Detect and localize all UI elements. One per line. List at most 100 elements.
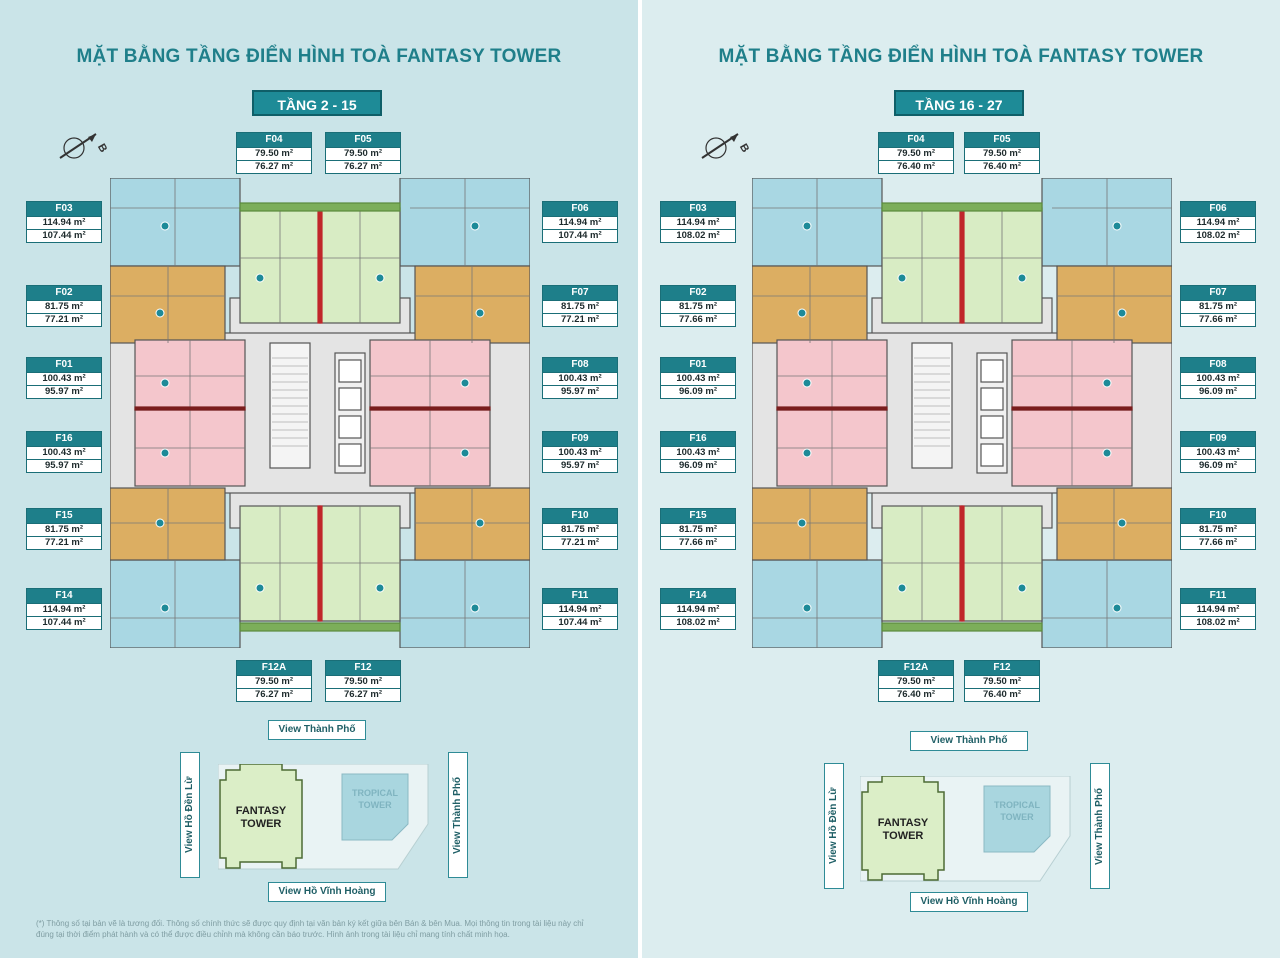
party-wall — [317, 505, 323, 622]
compass-icon: B — [59, 133, 109, 159]
unit-entry-marker — [802, 221, 812, 231]
unit-code: F14 — [661, 589, 735, 603]
unit-gross-area: 100.43 m² — [1181, 446, 1255, 459]
unit-code: F12 — [326, 661, 400, 675]
unit-code: F15 — [661, 509, 735, 523]
unit-code: F11 — [543, 589, 617, 603]
unit-code: F10 — [1181, 509, 1255, 523]
unit-F10 — [1056, 487, 1172, 561]
unit-entry-marker — [475, 308, 485, 318]
unit-entry-marker — [802, 378, 812, 388]
unit-code: F12A — [879, 661, 953, 675]
unit-entry-marker — [460, 448, 470, 458]
unit-entry-marker — [1102, 448, 1112, 458]
unit-entry-marker — [160, 603, 170, 613]
view-label-left: View Hồ Đền Lừ — [824, 763, 844, 889]
party-wall — [134, 406, 246, 411]
unit-gross-area: 81.75 m² — [27, 300, 101, 313]
fantasy-tower-label: FANTASY — [878, 817, 929, 829]
unit-entry-marker — [1017, 583, 1027, 593]
unit-net-area: 77.21 m² — [543, 313, 617, 326]
unit-net-area: 107.44 m² — [27, 616, 101, 629]
unit-code: F01 — [27, 358, 101, 372]
unit-entry-marker — [460, 378, 470, 388]
unit-code: F14 — [27, 589, 101, 603]
stair-core — [269, 342, 311, 469]
unit-gross-area: 79.50 m² — [237, 675, 311, 688]
unit-code: F04 — [237, 133, 311, 147]
unit-gross-area: 79.50 m² — [965, 675, 1039, 688]
compass-letter: B — [95, 142, 109, 155]
unit-entry-marker — [1102, 378, 1112, 388]
unit-code: F01 — [661, 358, 735, 372]
unit-entry-marker — [255, 583, 265, 593]
unit-net-area: 77.21 m² — [27, 536, 101, 549]
view-label-top: View Thành Phố — [268, 720, 366, 740]
unit-gross-area: 114.94 m² — [27, 603, 101, 616]
party-wall — [1011, 406, 1133, 411]
fantasy-tower-label: TOWER — [883, 830, 924, 842]
unit-gross-area: 114.94 m² — [27, 216, 101, 229]
unit-gross-area: 114.94 m² — [1181, 603, 1255, 616]
unit-gross-area: 81.75 m² — [1181, 523, 1255, 536]
unit-net-area: 95.97 m² — [27, 459, 101, 472]
stair-core — [911, 342, 953, 469]
unit-F02 — [110, 265, 226, 344]
unit-code: F09 — [1181, 432, 1255, 446]
view-label-right: View Thành Phố — [448, 752, 468, 878]
panel-divider — [638, 0, 642, 958]
unit-gross-area: 79.50 m² — [879, 675, 953, 688]
unit-gross-area: 81.75 m² — [27, 523, 101, 536]
balcony-planter — [239, 622, 401, 632]
unit-gross-area: 81.75 m² — [1181, 300, 1255, 313]
unit-net-area: 108.02 m² — [661, 616, 735, 629]
tropical-tower-footprint — [983, 785, 1051, 853]
unit-net-area: 76.27 m² — [237, 160, 311, 173]
tropical-tower-footprint — [341, 773, 409, 841]
unit-entry-marker — [1117, 308, 1127, 318]
view-label-top: View Thành Phố — [910, 731, 1028, 751]
unit-net-area: 95.97 m² — [543, 385, 617, 398]
fantasy-tower-footprint — [861, 776, 945, 881]
unit-entry-marker — [797, 308, 807, 318]
unit-code: F09 — [543, 432, 617, 446]
unit-entry-marker — [1117, 518, 1127, 528]
unit-gross-area: 81.75 m² — [543, 523, 617, 536]
unit-code: F04 — [879, 133, 953, 147]
unit-entry-marker — [802, 603, 812, 613]
unit-code: F05 — [326, 133, 400, 147]
view-label-left: View Hồ Đền Lừ — [180, 752, 200, 878]
tropical-tower-label: TROPICAL — [352, 788, 399, 798]
unit-net-area: 76.27 m² — [326, 160, 400, 173]
unit-net-area: 96.09 m² — [661, 459, 735, 472]
unit-code: F06 — [543, 202, 617, 216]
unit-net-area: 76.27 m² — [237, 688, 311, 701]
compass-letter: B — [737, 142, 751, 155]
party-wall — [776, 406, 888, 411]
unit-gross-area: 100.43 m² — [1181, 372, 1255, 385]
party-wall — [369, 406, 491, 411]
unit-F02 — [752, 265, 868, 344]
fantasy-tower-label: FANTASY — [236, 805, 287, 817]
unit-gross-area: 100.43 m² — [661, 446, 735, 459]
unit-net-area: 107.44 m² — [543, 229, 617, 242]
unit-code: F07 — [543, 286, 617, 300]
unit-net-area: 95.97 m² — [27, 385, 101, 398]
unit-gross-area: 100.43 m² — [543, 446, 617, 459]
page-title: MẶT BẰNG TẦNG ĐIỂN HÌNH TOÀ FANTASY TOWE… — [76, 46, 562, 67]
